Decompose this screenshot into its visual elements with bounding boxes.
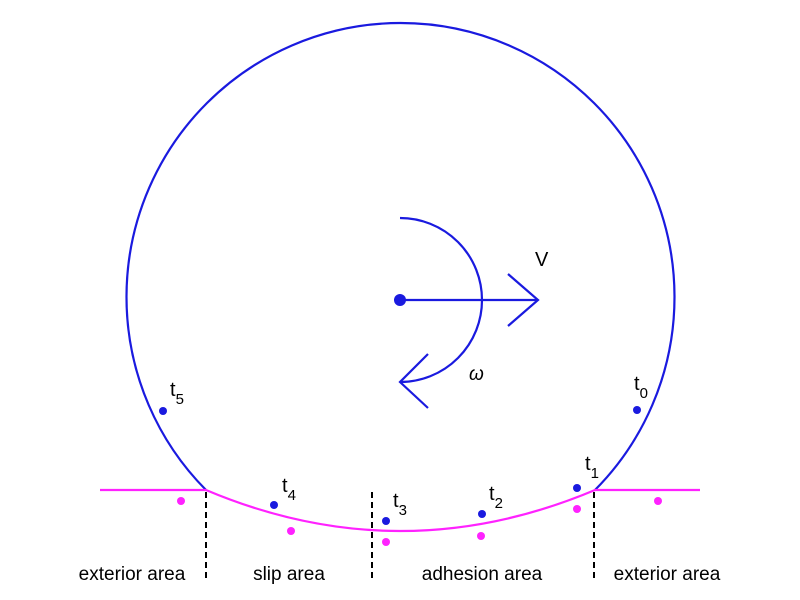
ground-point-1 (177, 497, 185, 505)
angular-velocity-arrow (398, 216, 484, 409)
wheel-outline (125, 21, 676, 491)
ground-point-2 (287, 527, 295, 535)
wheel-point-t0 (633, 406, 641, 414)
time-label-t5: t5 (170, 379, 184, 408)
wheel-point-t5 (159, 407, 167, 415)
velocity-arrow (400, 273, 540, 327)
ground-point-5 (573, 505, 581, 513)
area-label-exterior-left: exterior area (79, 564, 186, 585)
wheel-point-t1 (573, 484, 581, 492)
ground-point-4 (477, 532, 485, 540)
wheel-points (159, 406, 641, 525)
ground-points (177, 497, 662, 546)
wheel-point-t3 (382, 517, 390, 525)
ground-line (100, 488, 700, 533)
wheel-point-t4 (270, 501, 278, 509)
area-label-adhesion: adhesion area (422, 564, 543, 585)
area-label-exterior-right: exterior area (614, 564, 721, 585)
area-labels: exterior area slip area adhesion area ex… (79, 564, 721, 585)
angular-velocity-label: ω (469, 364, 484, 385)
ground-point-6 (654, 497, 662, 505)
ground-point-3 (382, 538, 390, 546)
time-label-t3: t3 (393, 490, 407, 519)
velocity-label: V (535, 249, 549, 271)
time-label-t2: t2 (489, 483, 503, 512)
time-label-t1: t1 (585, 453, 599, 482)
time-labels: t0 t1 t2 t3 t4 t5 (170, 373, 648, 519)
area-label-slip: slip area (253, 564, 325, 585)
time-label-t0: t0 (634, 373, 648, 402)
time-label-t4: t4 (282, 475, 296, 504)
wheel-point-t2 (478, 510, 486, 518)
